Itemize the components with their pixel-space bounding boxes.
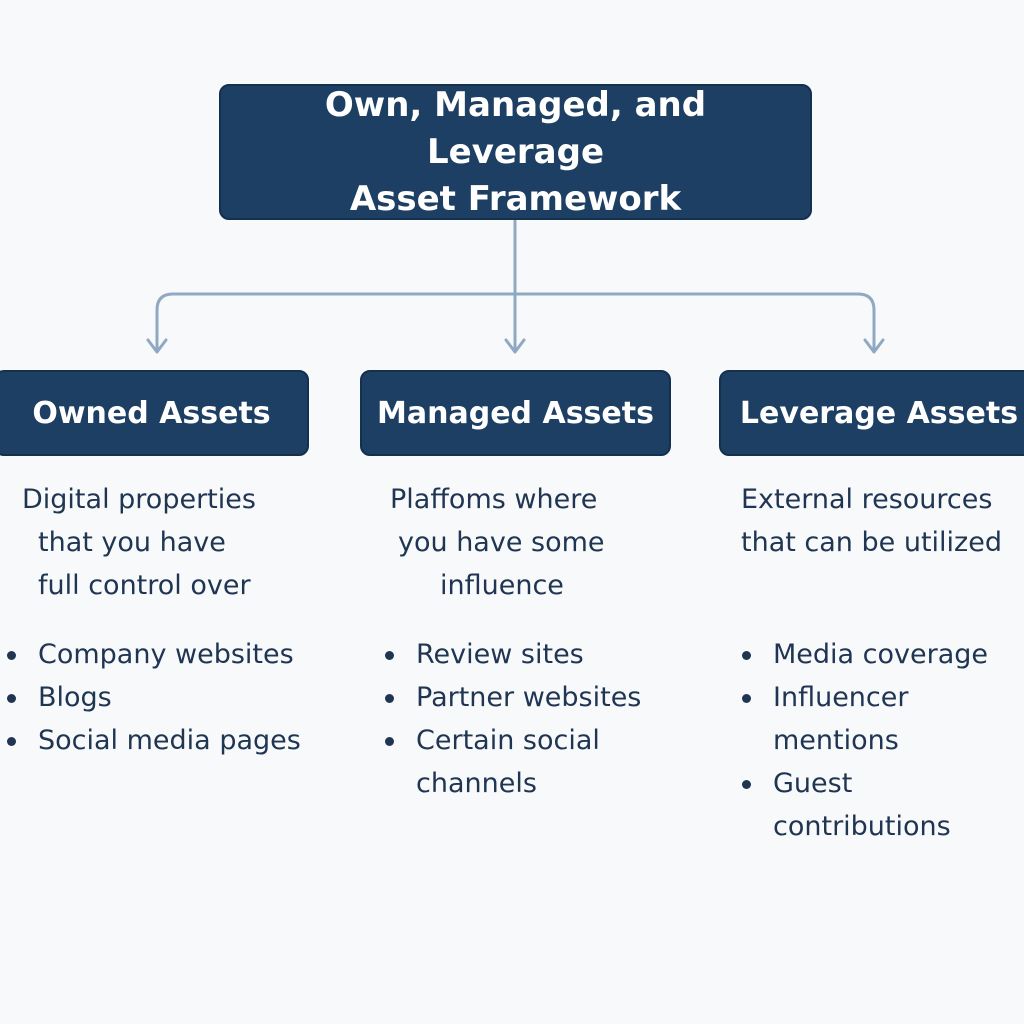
- framework-title-line-1: Own, Managed, and Leverage: [324, 84, 707, 172]
- list-item: Media coverage: [741, 633, 1021, 676]
- description-line: you have some: [398, 527, 605, 558]
- arrowhead-leverage: [863, 338, 885, 354]
- list-item: Influencer mentions: [741, 676, 1021, 762]
- owned-assets-list: Company websites Blogs Social media page…: [6, 633, 326, 762]
- managed-assets-box: Managed Assets: [360, 370, 671, 456]
- description-line: External resources: [741, 484, 993, 515]
- leverage-assets-list: Media coverage Influencer mentions Guest…: [741, 633, 1021, 848]
- owned-assets-title: Owned Assets: [32, 395, 271, 431]
- description-line: influence: [440, 570, 564, 601]
- list-item: Review sites: [384, 633, 674, 676]
- framework-title-box: Own, Managed, and Leverage Asset Framewo…: [219, 84, 812, 220]
- list-item: Blogs: [6, 676, 326, 719]
- list-item: Certain social channels: [384, 719, 674, 805]
- owned-assets-box: Owned Assets: [0, 370, 309, 456]
- description-line: that can be utilized: [741, 527, 1002, 558]
- branch-line: [155, 292, 876, 352]
- leverage-assets-description: External resources that can be utilized: [741, 478, 1024, 564]
- list-item: Company websites: [6, 633, 326, 676]
- managed-assets-list: Review sites Partner websites Certain so…: [384, 633, 674, 805]
- managed-assets-description: Plaffoms where you have some influence: [390, 478, 690, 607]
- list-item: Social media pages: [6, 719, 326, 762]
- description-line: that you have: [38, 527, 226, 558]
- description-line: Plaffoms where: [390, 484, 598, 515]
- framework-title-line-2: Asset Framework: [349, 178, 682, 219]
- leverage-assets-box: Leverage Assets: [719, 370, 1024, 456]
- arrowhead-managed: [504, 338, 526, 354]
- description-line: Digital properties: [22, 484, 256, 515]
- description-line: full control over: [38, 570, 251, 601]
- leverage-assets-title: Leverage Assets: [739, 395, 1019, 431]
- owned-assets-description: Digital properties that you have full co…: [22, 478, 322, 607]
- arrowhead-owned: [146, 338, 168, 354]
- list-item: Guest contributions: [741, 762, 1021, 848]
- list-item: Partner websites: [384, 676, 674, 719]
- managed-assets-title: Managed Assets: [377, 395, 654, 431]
